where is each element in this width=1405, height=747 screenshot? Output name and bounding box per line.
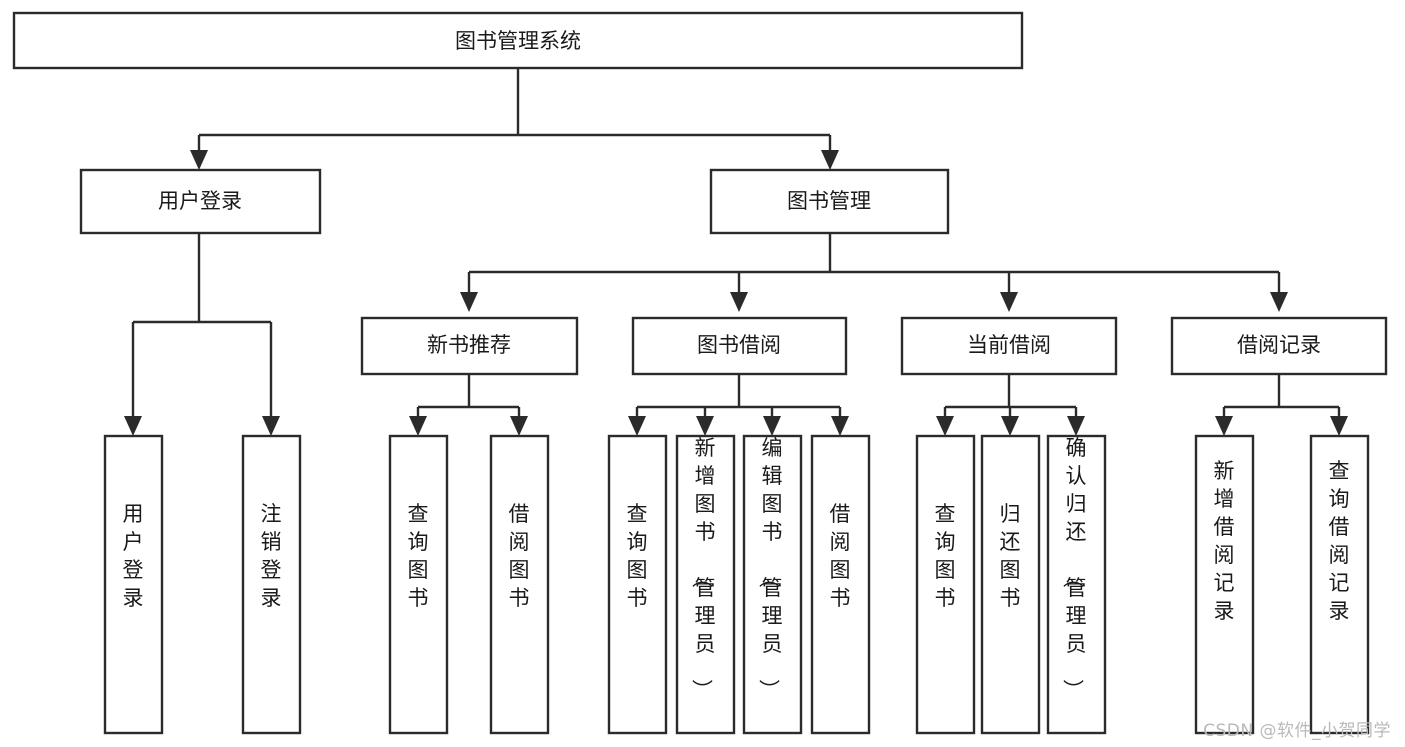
node-current-borrow-label: 当前借阅 [967, 333, 1051, 357]
node-leaf-edit-book-label: 编辑图书（管理员） [757, 436, 783, 700]
node-leaf-query-book-2[interactable]: 查询图书 [607, 434, 668, 735]
arrow-to-book-borrow [730, 292, 748, 312]
arrow-leaf-confirm-return [1067, 416, 1085, 436]
node-leaf-user-login-box[interactable] [103, 434, 164, 735]
arrow-leaf-query-book-2 [628, 416, 646, 436]
node-leaf-confirm-return-box[interactable] [1046, 434, 1107, 735]
node-leaf-query-book-3-label: 查询图书 [935, 502, 956, 610]
node-leaf-query-book-1[interactable]: 查询图书 [388, 434, 449, 735]
node-root-box[interactable] [12, 11, 1024, 70]
node-book-manage-box[interactable] [709, 168, 950, 235]
node-user-login-box[interactable] [79, 168, 322, 235]
node-current-borrow[interactable]: 当前借阅 [900, 316, 1118, 376]
node-leaf-add-record[interactable]: 新增借阅记录 [1194, 434, 1255, 735]
csdn-watermark: CSDN @软件_小贺同学 [1203, 721, 1391, 741]
node-borrow-record[interactable]: 借阅记录 [1170, 316, 1388, 376]
node-leaf-query-record-label: 查询借阅记录 [1329, 459, 1350, 623]
arrow-to-book-manage [821, 150, 839, 170]
arrow-leaf-return-book [1001, 416, 1019, 436]
arrow-to-borrow-record [1270, 292, 1288, 312]
node-leaf-borrow-book-2-box[interactable] [810, 434, 871, 735]
node-new-book-recommend-box[interactable] [360, 316, 579, 376]
node-borrow-record-box[interactable] [1170, 316, 1388, 376]
node-leaf-query-book-3-box[interactable] [915, 434, 976, 735]
arrow-to-new-book-recommend [460, 292, 478, 312]
node-leaf-query-book-1-label: 查询图书 [408, 502, 429, 610]
node-leaf-add-book[interactable]: 新增图书（管理员） [675, 434, 736, 735]
node-leaf-borrow-book-1[interactable]: 借阅图书 [489, 434, 550, 735]
node-borrow-record-label: 借阅记录 [1237, 333, 1321, 357]
arrow-leaf-add-book [696, 416, 714, 436]
node-leaf-add-record-box[interactable] [1194, 434, 1255, 735]
node-leaf-add-book-label: 新增图书（管理员） [690, 436, 716, 700]
node-current-borrow-box[interactable] [900, 316, 1118, 376]
node-leaf-return-book-label: 归还图书 [1000, 502, 1021, 610]
node-book-manage[interactable]: 图书管理 [709, 168, 950, 235]
node-leaf-query-record[interactable]: 查询借阅记录 [1309, 434, 1370, 735]
node-leaf-borrow-book-2[interactable]: 借阅图书 [810, 434, 871, 735]
arrow-leaf-add-record [1215, 416, 1233, 436]
arrow-to-current-borrow [1000, 292, 1018, 312]
node-root[interactable]: 图书管理系统 [12, 11, 1024, 70]
node-leaf-edit-book[interactable]: 编辑图书（管理员） [742, 434, 803, 735]
node-leaf-logout-login[interactable]: 注销登录 [241, 434, 302, 735]
arrow-leaf-query-book-3 [936, 416, 954, 436]
node-root-label: 图书管理系统 [455, 29, 581, 53]
node-leaf-borrow-book-1-label: 借阅图书 [509, 502, 530, 610]
arrow-leaf-logout-login [262, 416, 280, 436]
node-new-book-recommend[interactable]: 新书推荐 [360, 316, 579, 376]
node-leaf-edit-book-box[interactable] [742, 434, 803, 735]
node-leaf-logout-login-label: 注销登录 [261, 502, 282, 610]
arrow-leaf-query-book-1 [409, 416, 427, 436]
arrow-leaf-edit-book [763, 416, 781, 436]
arrow-leaf-user-login [124, 416, 142, 436]
node-leaf-user-login[interactable]: 用户登录 [103, 434, 164, 735]
node-leaf-user-login-label: 用户登录 [123, 502, 144, 610]
node-leaf-return-book-box[interactable] [980, 434, 1041, 735]
node-leaf-query-record-box[interactable] [1309, 434, 1370, 735]
arrow-leaf-query-record [1330, 416, 1348, 436]
arrow-leaf-borrow-book-1 [510, 416, 528, 436]
node-user-login[interactable]: 用户登录 [79, 168, 322, 235]
node-leaf-add-book-box[interactable] [675, 434, 736, 735]
node-user-login-label: 用户登录 [158, 189, 242, 213]
node-leaf-borrow-book-2-label: 借阅图书 [830, 502, 851, 610]
node-book-borrow-label: 图书借阅 [697, 333, 781, 357]
node-leaf-confirm-return[interactable]: 确认归还（管理员） [1046, 434, 1107, 735]
node-leaf-borrow-book-1-box[interactable] [489, 434, 550, 735]
node-leaf-logout-login-box[interactable] [241, 434, 302, 735]
node-book-borrow-box[interactable] [631, 316, 848, 376]
node-new-book-recommend-label: 新书推荐 [427, 333, 511, 357]
node-leaf-return-book[interactable]: 归还图书 [980, 434, 1041, 735]
node-book-manage-label: 图书管理 [787, 189, 871, 213]
arrow-leaf-borrow-book-2 [831, 416, 849, 436]
node-book-borrow[interactable]: 图书借阅 [631, 316, 848, 376]
node-leaf-confirm-return-label: 确认归还（管理员） [1061, 436, 1087, 700]
node-leaf-query-book-3[interactable]: 查询图书 [915, 434, 976, 735]
node-leaf-query-book-2-box[interactable] [607, 434, 668, 735]
connector-layer [124, 68, 1348, 436]
node-leaf-query-book-1-box[interactable] [388, 434, 449, 735]
node-leaf-add-record-label: 新增借阅记录 [1214, 459, 1235, 623]
arrow-to-user-login [190, 150, 208, 170]
node-leaf-query-book-2-label: 查询图书 [627, 502, 648, 610]
